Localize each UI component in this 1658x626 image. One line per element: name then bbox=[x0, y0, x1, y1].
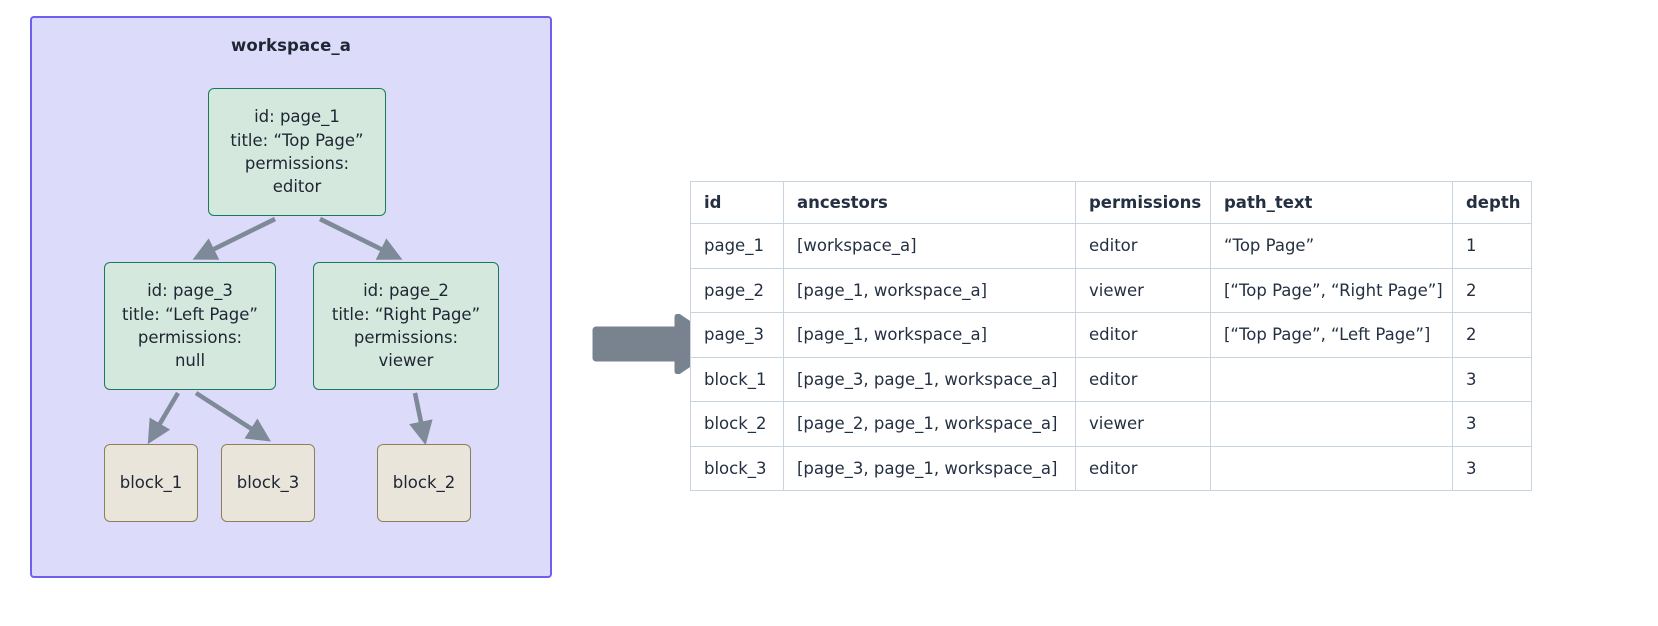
column-header-permissions[interactable]: permissions bbox=[1075, 181, 1211, 224]
cell-ancestors: [page_2, page_1, workspace_a] bbox=[783, 401, 1076, 447]
edge-page_3-to-block_3 bbox=[194, 391, 271, 442]
node-page_3-line-1: id: page_3 bbox=[147, 281, 233, 301]
cell-id: page_3 bbox=[690, 312, 784, 358]
node-page_3-line-2: title: “Left Page” bbox=[122, 304, 258, 324]
cell-path_text: “Top Page” bbox=[1210, 223, 1453, 269]
cell-path_text: [“Top Page”, “Right Page”] bbox=[1210, 267, 1453, 313]
cell-permissions: editor bbox=[1075, 356, 1211, 402]
node-page_2-line-4: viewer bbox=[378, 351, 434, 371]
node-page_3-line-3: permissions: bbox=[137, 328, 243, 347]
node-page_1-line-4: editor bbox=[272, 177, 322, 197]
cell-id: block_2 bbox=[690, 401, 784, 447]
cell-ancestors: [page_1, workspace_a] bbox=[783, 312, 1076, 358]
table-header-row: id ancestors permissions path_text depth bbox=[690, 181, 1532, 224]
cell-path_text bbox=[1210, 445, 1453, 491]
table-row[interactable]: block_2 [page_2, page_1, workspace_a] vi… bbox=[690, 401, 1532, 447]
cell-ancestors: [page_1, workspace_a] bbox=[783, 267, 1076, 313]
column-header-ancestors[interactable]: ancestors bbox=[783, 181, 1076, 224]
node-page_2-line-1: id: page_2 bbox=[363, 281, 449, 301]
node-page_2[interactable]: id: page_2 title: “Right Page” permissio… bbox=[313, 262, 499, 390]
cell-id: page_1 bbox=[690, 223, 784, 269]
cell-ancestors: [page_3, page_1, workspace_a] bbox=[783, 445, 1076, 491]
cell-permissions: editor bbox=[1075, 445, 1211, 491]
column-header-path_text[interactable]: path_text bbox=[1210, 181, 1453, 224]
cell-path_text bbox=[1210, 356, 1453, 402]
cell-id: page_2 bbox=[690, 267, 784, 313]
node-page_1-line-2: title: “Top Page” bbox=[230, 130, 364, 150]
node-page_1-line-1: id: page_1 bbox=[254, 107, 340, 127]
node-block_2[interactable]: block_2 bbox=[377, 444, 471, 522]
cell-permissions: viewer bbox=[1075, 267, 1211, 313]
table-row[interactable]: block_3 [page_3, page_1, workspace_a] ed… bbox=[690, 445, 1532, 491]
node-page_1-line-3: permissions: bbox=[244, 154, 350, 173]
cell-id: block_3 bbox=[690, 445, 784, 491]
node-block_3-label: block_3 bbox=[236, 473, 300, 493]
cell-depth: 3 bbox=[1452, 445, 1532, 491]
cell-depth: 2 bbox=[1452, 312, 1532, 358]
edge-page_2-to-block_2 bbox=[409, 392, 433, 446]
node-page_2-line-2: title: “Right Page” bbox=[331, 304, 481, 324]
edge-page_3-to-block_1 bbox=[147, 391, 180, 445]
cell-permissions: viewer bbox=[1075, 401, 1211, 447]
cell-permissions: editor bbox=[1075, 223, 1211, 269]
cell-ancestors: [page_3, page_1, workspace_a] bbox=[783, 356, 1076, 402]
cell-path_text: [“Top Page”, “Left Page”] bbox=[1210, 312, 1453, 358]
cell-depth: 2 bbox=[1452, 267, 1532, 313]
cell-permissions: editor bbox=[1075, 312, 1211, 358]
node-block_1-label: block_1 bbox=[119, 473, 183, 493]
node-page_3[interactable]: id: page_3 title: “Left Page” permission… bbox=[104, 262, 276, 390]
cell-depth: 3 bbox=[1452, 356, 1532, 402]
table-row[interactable]: page_3 [page_1, workspace_a] editor [“To… bbox=[690, 312, 1532, 358]
table-row[interactable]: block_1 [page_3, page_1, workspace_a] ed… bbox=[690, 356, 1532, 402]
cell-ancestors: [workspace_a] bbox=[783, 223, 1076, 269]
node-block_3[interactable]: block_3 bbox=[221, 444, 315, 522]
node-page_3-line-4: null bbox=[174, 351, 206, 371]
result-table-wrapper: id ancestors permissions path_text depth… bbox=[690, 181, 1532, 491]
column-header-id[interactable]: id bbox=[690, 181, 784, 224]
edge-page_1-to-page_2 bbox=[318, 216, 403, 260]
cell-depth: 1 bbox=[1452, 223, 1532, 269]
workspace-container: workspace_a id: page_1 title: “Top Page”… bbox=[30, 16, 552, 578]
cell-depth: 3 bbox=[1452, 401, 1532, 447]
workspace-title: workspace_a bbox=[231, 36, 351, 55]
edge-page_1-to-page_3 bbox=[192, 216, 277, 260]
node-page_1[interactable]: id: page_1 title: “Top Page” permissions… bbox=[208, 88, 386, 216]
table-row[interactable]: page_1 [workspace_a] editor “Top Page” 1 bbox=[690, 223, 1532, 269]
table-row[interactable]: page_2 [page_1, workspace_a] viewer [“To… bbox=[690, 267, 1532, 313]
node-block_2-label: block_2 bbox=[392, 473, 456, 493]
node-block_1[interactable]: block_1 bbox=[104, 444, 198, 522]
cell-path_text bbox=[1210, 401, 1453, 447]
cell-id: block_1 bbox=[690, 356, 784, 402]
node-page_2-line-3: permissions: bbox=[353, 328, 459, 347]
column-header-depth[interactable]: depth bbox=[1452, 181, 1532, 224]
result-table: id ancestors permissions path_text depth… bbox=[690, 181, 1532, 491]
